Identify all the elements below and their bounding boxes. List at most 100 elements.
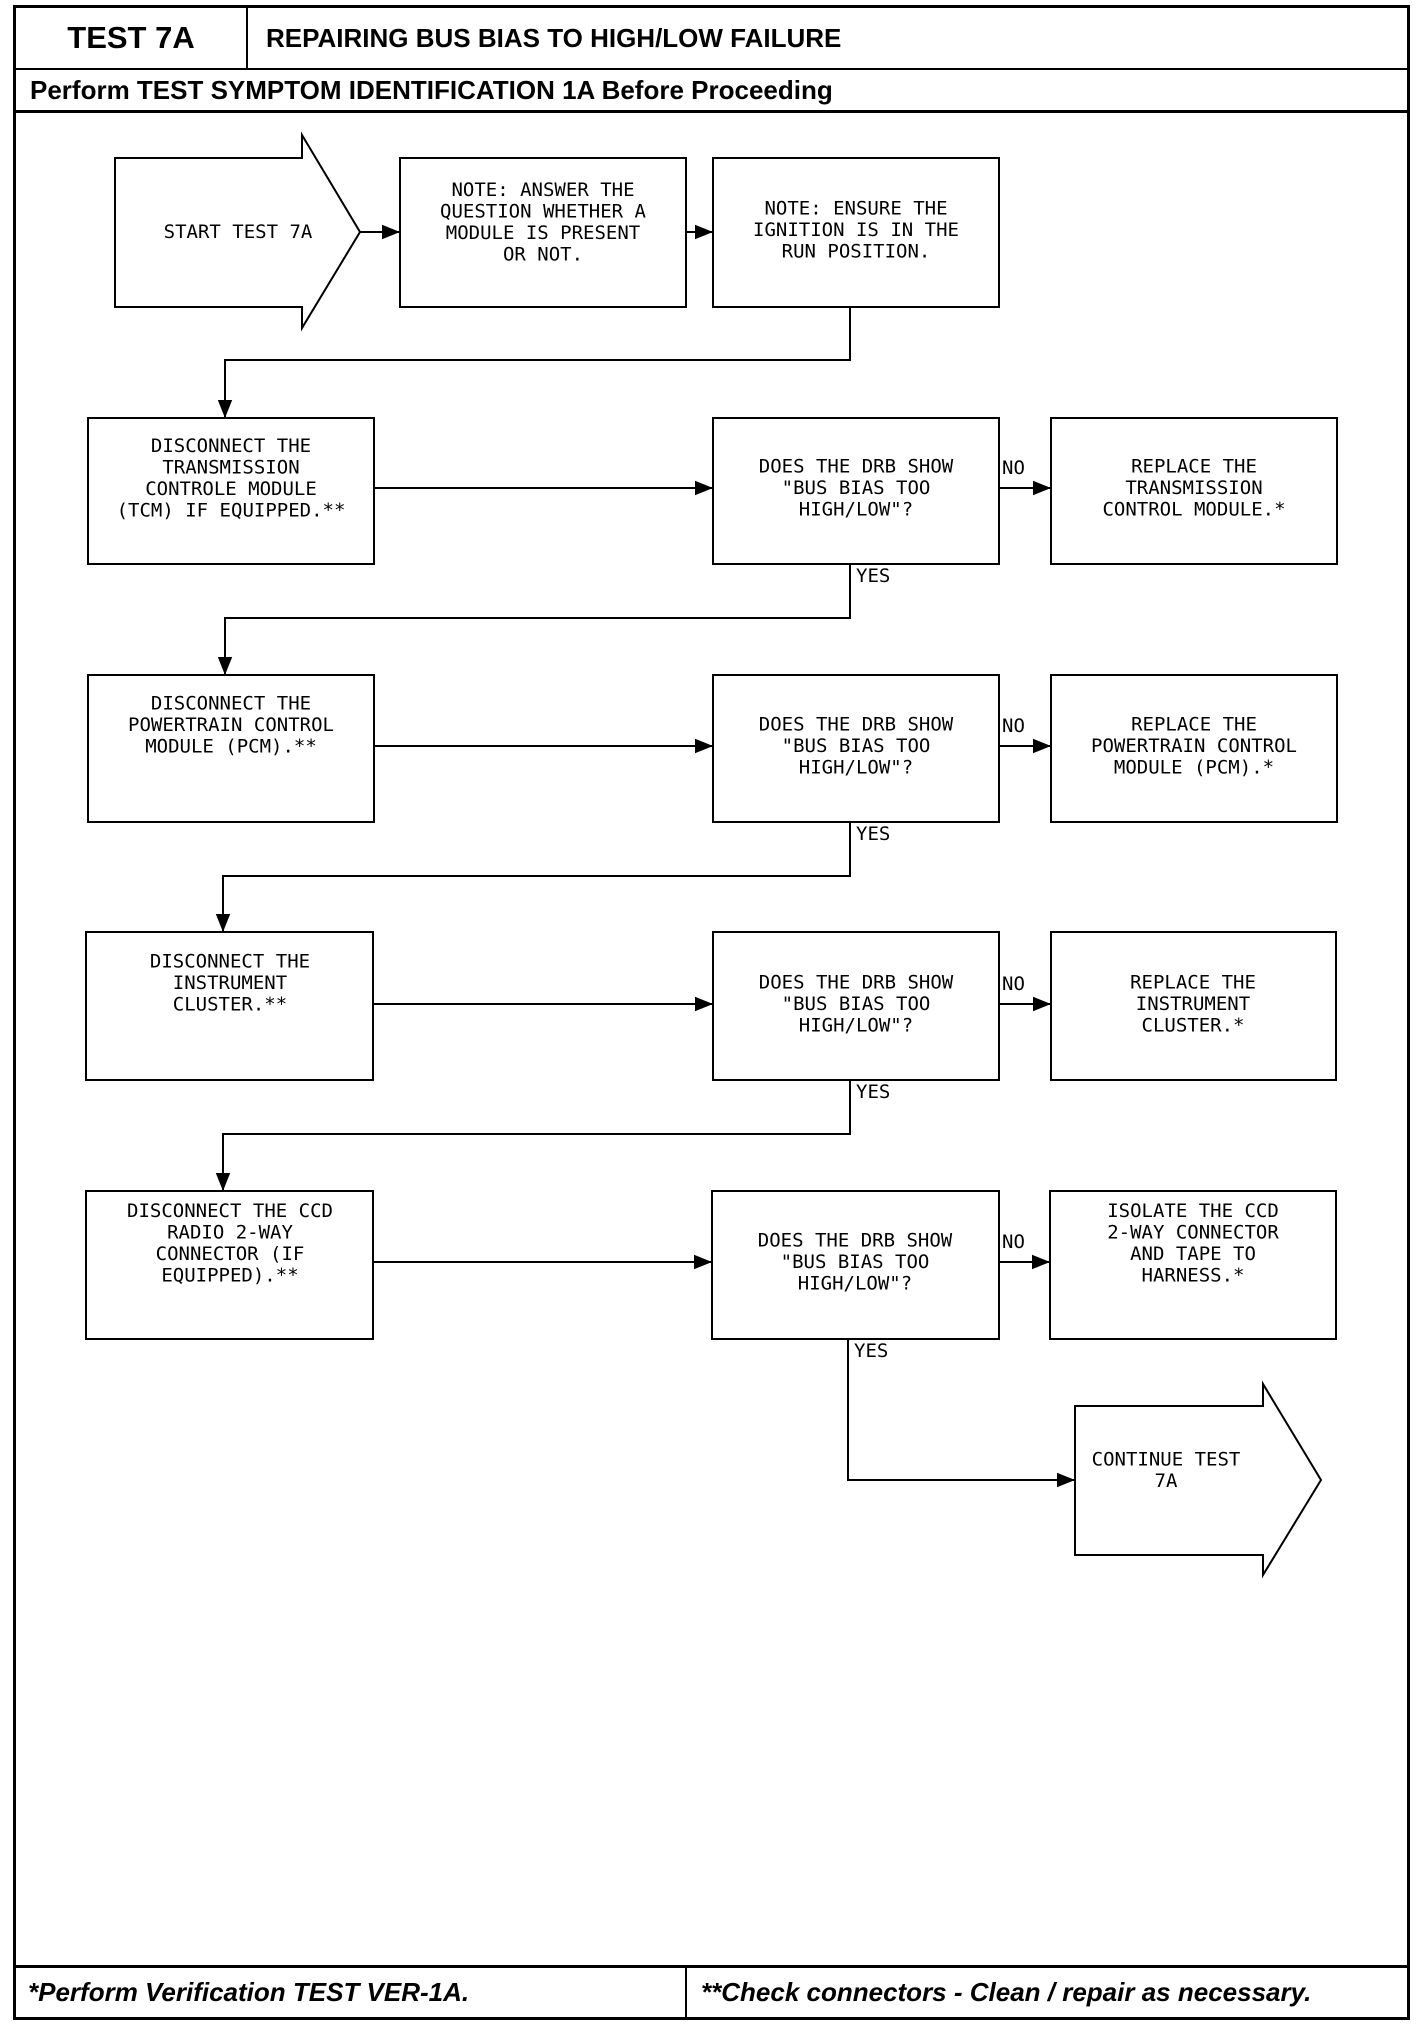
isolate-ccd-box [1049,1190,1337,1340]
node-text-line: INSTRUMENT [1136,993,1250,1015]
disconnect-ccd-box [85,1190,374,1340]
node-text-line: "BUS BIAS TOO [782,993,931,1015]
label-no-1: NO [1002,457,1025,479]
node-text-line: POWERTRAIN CONTROL [128,714,334,736]
node-text-line: REPLACE THE [1131,714,1257,736]
page-frame: TEST 7A REPAIRING BUS BIAS TO HIGH/LOW F… [13,5,1410,2020]
edge-note2-disconnect-tcm [217,307,851,418]
node-text-line: HIGH/LOW"? [799,757,913,779]
header-row: TEST 7A REPAIRING BUS BIAS TO HIGH/LOW F… [16,8,1407,70]
edge-q2-yes [215,822,851,932]
disconnect-cluster-box [85,931,374,1081]
node-text-line: HARNESS.* [1142,1264,1245,1286]
edge-q3-yes [215,1080,851,1191]
node-text-line: POWERTRAIN CONTROL [1091,735,1297,757]
node-text-line: CONTROL MODULE.* [1102,499,1285,521]
node-text-line: MODULE (PCM).** [145,736,317,758]
node-text-line: DOES THE DRB SHOW [759,714,954,736]
question4-box [711,1190,1000,1340]
question2-box [712,674,1000,823]
node-text-line: HIGH/LOW"? [799,499,913,521]
node-text-line: REPLACE THE [1131,456,1257,478]
node-text-line: NOTE: ENSURE THE [764,198,947,220]
node-text-line: DISCONNECT THE CCD [127,1200,333,1222]
node-text-line: "BUS BIAS TOO [781,1251,930,1273]
label-no-4: NO [1002,1231,1025,1253]
node-text-line: HIGH/LOW"? [798,1273,912,1295]
node-text-line: TRANSMISSION [1125,477,1262,499]
node-text-line: CLUSTER.* [1142,1015,1245,1037]
continue-arrow-shape [1074,1380,1323,1579]
node-text-line: 7A [1155,1470,1178,1492]
node-text-line: TRANSMISSION [162,456,299,478]
node-text-line: REPLACE THE [1130,972,1256,994]
node-text-line: 2-WAY CONNECTOR [1107,1221,1279,1243]
question3-box [712,931,1000,1081]
node-text-line: EQUIPPED).** [161,1264,298,1286]
question1-box [712,417,1000,565]
prerequisite-note: Perform TEST SYMPTOM IDENTIFICATION 1A B… [16,70,1407,113]
node-text-line: RUN POSITION. [782,241,931,263]
node-text-line: RADIO 2-WAY [167,1221,293,1243]
replace-cluster-box [1050,931,1337,1081]
node-text-line: QUESTION WHETHER A [440,200,646,222]
start-text: START TEST 7A [164,221,313,243]
test-title: REPAIRING BUS BIAS TO HIGH/LOW FAILURE [266,22,842,53]
node-text-line: OR NOT. [503,243,583,265]
node-text-line: "BUS BIAS TOO [782,735,931,757]
node-text-line: CONTINUE TEST [1092,1448,1241,1470]
edge-q1-yes [217,564,851,675]
node-text-line: MODULE IS PRESENT [446,222,640,244]
label-yes-4: YES [854,1340,888,1362]
node-text-line: CLUSTER.** [173,994,287,1016]
node-text-line: MODULE (PCM).* [1114,757,1274,779]
replace-pcm-box [1050,674,1338,823]
label-no-2: NO [1002,715,1025,737]
edge-q4-yes [847,1339,1075,1488]
node-text-line: AND TAPE TO [1130,1243,1256,1265]
node-text-line: DISCONNECT THE [150,951,310,973]
node-text-line: DOES THE DRB SHOW [759,972,954,994]
footer: *Perform Verification TEST VER-1A. **Che… [16,1965,1407,2017]
node-text-line: DOES THE DRB SHOW [758,1230,953,1252]
test-id: TEST 7A [16,8,248,68]
node-text-line: START TEST 7A [164,221,313,243]
node-text-line: CONTROLE MODULE [145,478,317,500]
footer-verification-note: *Perform Verification TEST VER-1A. [16,1968,687,2017]
label-yes-2: YES [856,823,890,845]
replace-tcm-box [1050,417,1338,565]
footer-connector-note: **Check connectors - Clean / repair as n… [701,1977,1312,2007]
label-yes-1: YES [856,565,890,587]
node-text-line: CONNECTOR (IF [156,1243,305,1265]
node-text-line: HIGH/LOW"? [799,1015,913,1037]
node-text-line: ISOLATE THE CCD [1107,1200,1279,1222]
start-arrow-shape [114,131,362,332]
label-no-3: NO [1002,973,1025,995]
node-text-line: IGNITION IS IN THE [753,219,959,241]
node-text-line: DISCONNECT THE [151,435,311,457]
node-text-line: NOTE: ANSWER THE [451,179,634,201]
disconnect-pcm-box [87,674,375,823]
node-text-line: DOES THE DRB SHOW [759,456,954,478]
node-text-line: DISCONNECT THE [151,693,311,715]
node-text-line: "BUS BIAS TOO [782,477,931,499]
label-yes-3: YES [856,1081,890,1103]
disconnect-tcm-box [87,417,375,565]
node-text-line: INSTRUMENT [173,972,287,994]
